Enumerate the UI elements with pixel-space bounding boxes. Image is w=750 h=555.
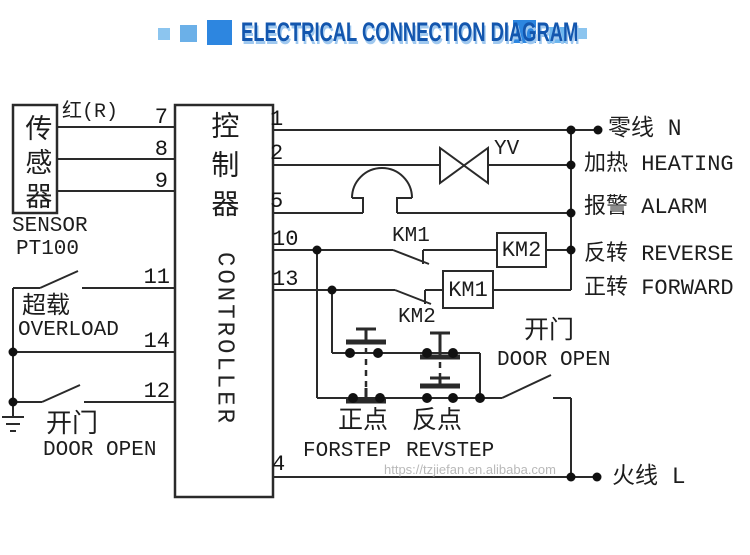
km2-nc-contact (394, 289, 432, 305)
forward-label: 正转 FORWARD (584, 276, 734, 301)
heating-label: 加热 HEATING (584, 152, 734, 177)
deco-square-left-small (158, 28, 170, 40)
forstep-label-en: FORSTEP (303, 440, 392, 463)
revstep-label-cn: 反点 (412, 407, 463, 436)
door-left-label-cn: 开门 (46, 410, 99, 440)
sensor-model: PT100 (16, 238, 80, 261)
door-switch-right (501, 374, 572, 477)
terminal-1: 1 (270, 107, 284, 132)
revstep-label-en: REVSTEP (406, 440, 495, 463)
valve-symbol (439, 146, 489, 185)
km2-coil-label: KM2 (501, 238, 542, 263)
terminal-5: 5 (270, 189, 284, 214)
terminal-12: 12 (143, 379, 170, 404)
km1-coil-label: KM1 (448, 278, 488, 303)
terminal-7: 7 (154, 105, 168, 130)
forstep-button-symbol (346, 327, 386, 404)
revstep-button-symbol (420, 331, 460, 389)
junction-dots (8, 125, 603, 482)
terminal-10: 10 (272, 227, 299, 252)
live-label: 火线 L (612, 464, 686, 490)
controller-box (173, 103, 275, 499)
controller-label-en: CONTROLLER (210, 251, 238, 427)
door-switch-left (13, 384, 175, 403)
terminal-2: 2 (270, 141, 284, 166)
overload-label-cn: 超载 (22, 294, 70, 321)
km2-contact-label: KM2 (398, 306, 436, 329)
door-right-label-cn: 开门 (524, 317, 575, 346)
deco-square-left-large (207, 20, 232, 45)
terminal-4: 4 (272, 452, 286, 477)
sensor-wires (57, 126, 175, 192)
door-left-label-en: DOOR OPEN (43, 439, 157, 462)
controller-label-cn: 控制器 (205, 111, 237, 228)
sensor-caption: SENSOR (12, 215, 88, 238)
door-right-label-en: DOOR OPEN (497, 349, 611, 372)
ground-symbol (2, 416, 24, 432)
red-wire-label: 红(R) (62, 101, 119, 124)
buzzer-symbol (351, 167, 413, 213)
deco-square-right-small (575, 28, 587, 39)
valve-yv-label: YV (494, 138, 520, 161)
overload-switch (13, 270, 175, 289)
overload-label-en: OVERLOAD (18, 319, 119, 342)
forstep-label-cn: 正点 (338, 407, 389, 436)
deco-square-left-medium (180, 25, 197, 42)
watermark: https://tzjiefan.en.alibaba.com (384, 462, 556, 477)
km2-coil-box (496, 232, 547, 268)
deco-square-right-large (513, 20, 536, 43)
reverse-label: 反转 REVERSE (584, 242, 734, 267)
alarm-label: 报警 ALARM (584, 195, 708, 220)
km1-nc-contact (392, 249, 430, 265)
terminal-11: 11 (143, 265, 170, 290)
km1-coil-box (442, 270, 494, 309)
km1-contact-label: KM1 (392, 225, 430, 248)
terminal-13: 13 (272, 267, 299, 292)
terminal-14: 14 (143, 329, 170, 354)
sensor-box-label: 传感器 (18, 114, 49, 216)
terminal-8: 8 (154, 137, 168, 162)
terminal-9: 9 (154, 169, 168, 194)
neutral-label: 零线 N (608, 116, 682, 142)
page-title: ELECTRICAL CONNECTION DIAGRAM (241, 17, 579, 47)
deco-square-right-medium (549, 27, 566, 43)
